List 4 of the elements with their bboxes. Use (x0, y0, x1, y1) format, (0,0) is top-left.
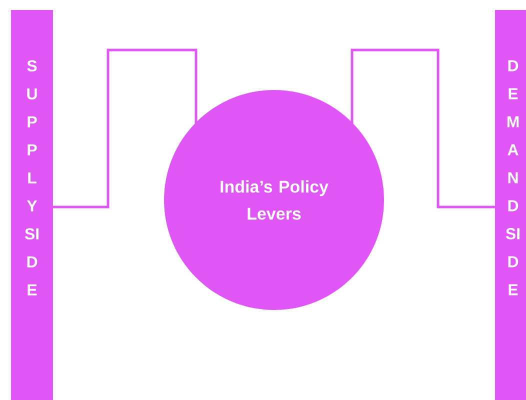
connector-line (53, 48, 198, 208)
side-bar: DEMAND SIDE (495, 10, 526, 400)
side-bar: SUPPLY SIDE (11, 10, 53, 400)
connector-line (350, 48, 495, 208)
